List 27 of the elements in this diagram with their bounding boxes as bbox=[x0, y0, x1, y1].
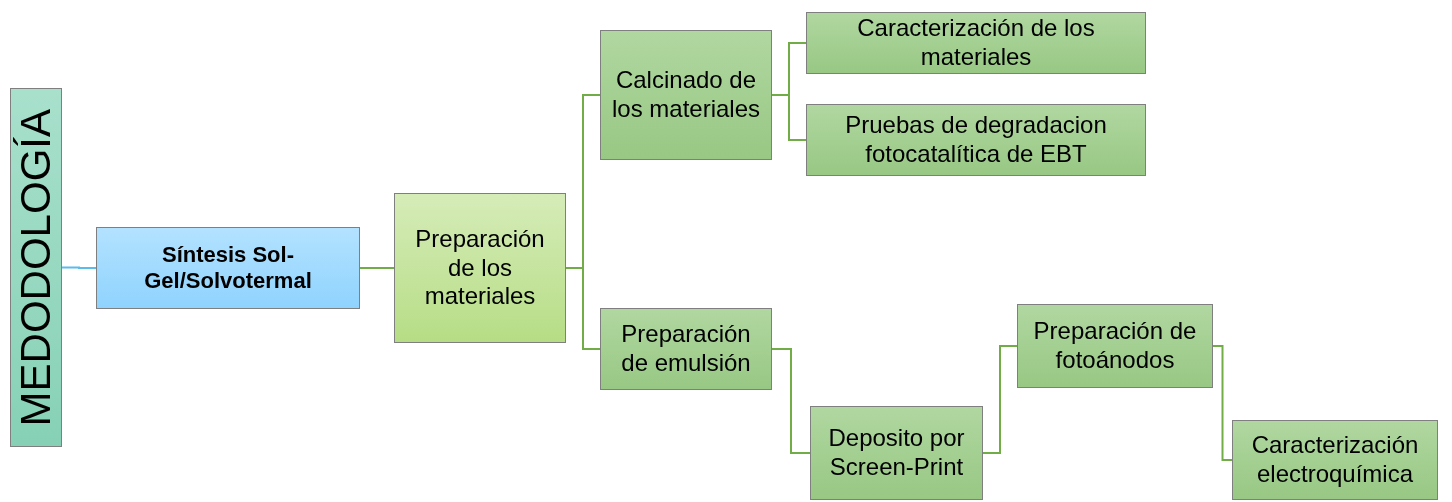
box-label: Caracterización de los materiales bbox=[856, 14, 1096, 72]
process-box bbox=[600, 308, 772, 390]
process-box bbox=[810, 406, 983, 500]
process-box bbox=[600, 30, 772, 160]
connector-line bbox=[61, 266, 97, 269]
process-box bbox=[96, 227, 360, 309]
connector-line bbox=[565, 267, 601, 350]
box-label: Preparación de fotoánodos bbox=[1032, 317, 1198, 375]
process-box bbox=[806, 12, 1146, 74]
vertical-title: MEDODOLOGÍA bbox=[15, 108, 57, 427]
connector-line bbox=[982, 345, 1018, 454]
box-label: Preparación de emulsión bbox=[620, 320, 752, 378]
box-label: Deposito por Screen-Print bbox=[827, 424, 966, 482]
connector-line bbox=[359, 267, 395, 269]
box-label: Calcinado de los materiales bbox=[610, 66, 762, 124]
box-label: Caracterización electroquímica bbox=[1250, 431, 1420, 489]
process-box bbox=[394, 193, 566, 343]
process-box bbox=[1017, 304, 1213, 388]
connector-line bbox=[1212, 345, 1233, 461]
connector-line bbox=[771, 94, 807, 141]
box-label: Pruebas de degradacion fotocatalítica de EBT bbox=[844, 111, 1108, 169]
title-bar bbox=[10, 88, 62, 447]
connector-line bbox=[771, 348, 811, 454]
process-box bbox=[806, 104, 1146, 176]
process-box bbox=[1232, 420, 1438, 500]
box-label: Preparación de los materiales bbox=[414, 224, 546, 312]
box-label: Síntesis Sol-Gel/Solvotermal bbox=[143, 241, 313, 295]
